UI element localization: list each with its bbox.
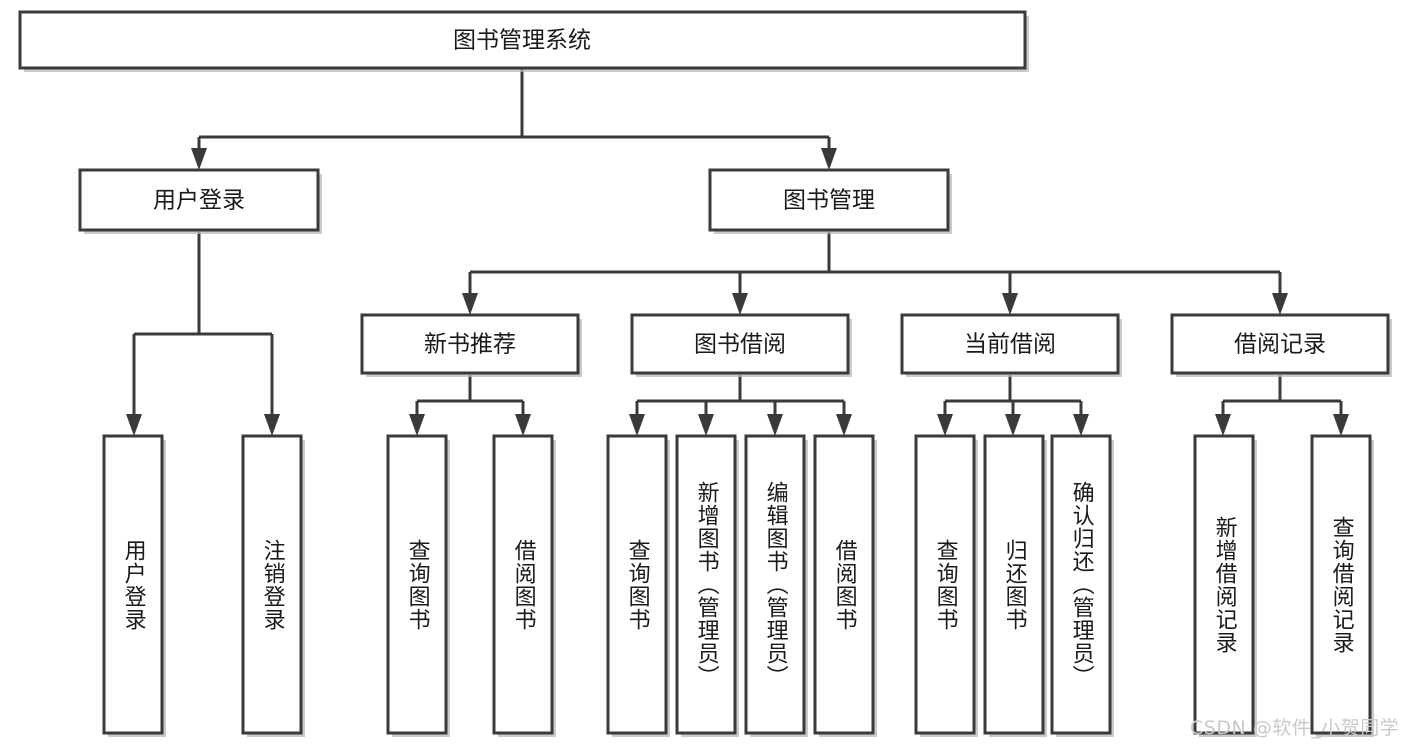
node-book-borrow-label: 图书借阅 [694,332,786,358]
arrow-borrow-record-leaf-2 [1333,414,1349,436]
node-user-login[interactable]: 用户登录 [78,168,322,234]
node-user-login-label: 用户登录 [153,188,245,214]
node-user-login-box[interactable] [78,168,320,232]
node-borrow-record-label: 借阅记录 [1234,332,1326,358]
node-book-borrow-box[interactable] [630,313,850,375]
node-book-management-label: 图书管理 [783,188,875,214]
arrow-book-borrow-leaf-4 [836,414,852,436]
leaf-book-borrow-1-box[interactable] [606,434,668,735]
leaf-new-book-2-box[interactable] [492,434,554,735]
leaf-current-borrow-1-box[interactable] [914,434,976,735]
node-new-book-recommend[interactable]: 新书推荐 [360,313,582,377]
node-current-borrow[interactable]: 当前借阅 [900,313,1122,377]
leaf-group-new-book-recommend [386,434,556,737]
leaf-group-user-login [102,434,305,737]
leaf-group-current-borrow [914,434,1114,737]
leaf-borrow-record-1-box[interactable] [1193,434,1255,735]
node-book-management-box[interactable] [708,168,950,232]
arrow-book-mgmt-to-book-borrow [732,293,748,315]
node-borrow-record[interactable]: 借阅记录 [1170,313,1392,377]
leaf-group-borrow-record [1193,434,1374,737]
node-root-label: 图书管理系统 [453,28,591,54]
node-new-book-recommend-label: 新书推荐 [424,332,516,358]
leaf-book-borrow-2-box[interactable] [675,434,737,735]
leaf-book-borrow-3-box[interactable] [744,434,806,735]
node-current-borrow-label: 当前借阅 [964,332,1056,358]
arrow-book-mgmt-to-borrow-record [1272,293,1288,315]
arrow-book-mgmt-to-current-borrow [1002,293,1018,315]
node-book-management[interactable]: 图书管理 [708,168,952,234]
leaf-user-login-1-box[interactable] [102,434,164,735]
node-book-borrow[interactable]: 图书借阅 [630,313,852,377]
arrow-borrow-record-leaf-1 [1215,414,1231,436]
arrow-current-borrow-leaf-3 [1073,414,1089,436]
leaf-book-borrow-4-box[interactable] [813,434,875,735]
edge-group [126,68,1349,436]
arrow-new-book-leaf-2 [515,414,531,436]
leaf-borrow-record-2-box[interactable] [1310,434,1372,735]
leaf-current-borrow-2-box[interactable] [983,434,1045,735]
arrow-book-mgmt-to-new-book [462,293,478,315]
leaf-current-borrow-3-box[interactable] [1050,434,1112,735]
arrow-book-borrow-leaf-3 [767,414,783,436]
leaf-new-book-1-box[interactable] [386,434,448,735]
arrow-user-login-leaf-2 [264,414,280,436]
leaf-group-book-borrow [606,434,877,737]
arrow-current-borrow-leaf-2 [1005,414,1021,436]
arrow-current-borrow-leaf-1 [937,414,953,436]
node-new-book-recommend-box[interactable] [360,313,580,375]
arrow-book-borrow-leaf-2 [698,414,714,436]
arrow-root-to-book-mgmt [821,148,837,170]
csdn-watermark: CSDN @软件_小贺同学 [1190,717,1400,739]
node-root-box[interactable] [18,10,1027,70]
node-root[interactable]: 图书管理系统 [18,10,1029,72]
arrow-root-to-user-login [191,148,207,170]
node-borrow-record-box[interactable] [1170,313,1390,375]
node-current-borrow-box[interactable] [900,313,1120,375]
arrow-new-book-leaf-1 [409,414,425,436]
arrow-user-login-leaf-1 [126,414,142,436]
arrow-book-borrow-leaf-1 [629,414,645,436]
leaf-user-login-2-box[interactable] [241,434,303,735]
